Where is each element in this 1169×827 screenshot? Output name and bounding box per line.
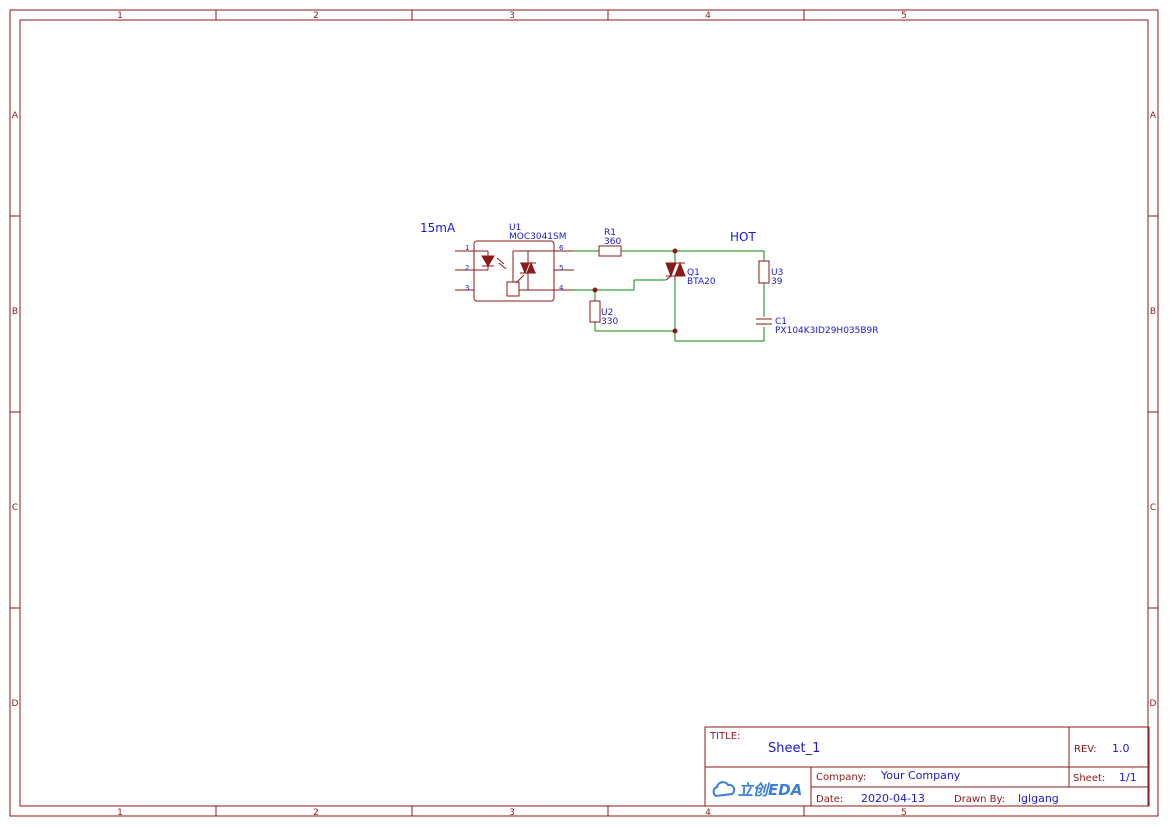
wires [574,250,765,342]
junction-dot [672,248,678,254]
row-label-right-b: B [1150,307,1156,317]
u2-resistor[interactable] [589,300,601,323]
sheet-label: Sheet: [1073,773,1105,784]
inner-frame [19,19,1149,807]
company-label: Company: [816,772,866,783]
c1-ref: C1 [775,317,787,327]
col-label-top-5: 5 [901,11,907,21]
col-label-bottom-5: 5 [901,808,907,818]
row-label-right-d: D [1150,699,1157,709]
u1-value: MOC3041SM [509,232,567,242]
col-label-bottom-3: 3 [509,808,515,818]
col-label-bottom-4: 4 [705,808,711,818]
sheet-title: Sheet_1 [768,741,820,756]
u1-pin-2: 2 [465,264,469,272]
u1-pin-1: 1 [465,244,469,252]
u3-value: 39 [771,277,783,287]
row-label-left-b: B [12,307,18,317]
drawn-by-value: lglgang [1018,792,1059,805]
col-label-top-2: 2 [313,11,319,21]
col-label-top-4: 4 [705,11,711,21]
u3-ref: U3 [771,268,783,278]
u2-value: 330 [601,317,618,327]
u1-pin-5: 5 [559,264,563,272]
row-label-right-c: C [1150,503,1156,513]
title-block [704,726,1150,807]
logo-text: 立创EDA [738,781,802,799]
c1-capacitor[interactable] [756,318,772,325]
company-value: Your Company [880,769,961,782]
date-label: Date: [816,794,843,805]
r1-value: 360 [604,237,621,247]
lceda-logo: 立创EDA [712,781,802,799]
u1-pin-4: 4 [559,284,564,292]
row-dividers [10,215,1158,609]
column-dividers [215,10,805,816]
col-label-top-3: 3 [509,11,515,21]
outer-frame [9,9,1159,817]
cloud-icon [712,781,736,798]
u3-resistor[interactable] [758,260,770,284]
r1-resistor[interactable] [598,245,622,257]
q1-value: BTA20 [687,277,716,287]
title-label: TITLE: [709,731,740,742]
current-note: 15mA [420,221,456,235]
junction-dot [592,287,598,293]
rev-value: 1.0 [1112,742,1130,755]
junction-dot [672,328,678,334]
row-label-left-a: A [12,111,19,121]
q1-ref: Q1 [687,268,700,278]
row-label-left-c: C [12,503,18,513]
r1-ref: R1 [604,228,616,238]
u1-pin-6: 6 [559,244,564,252]
u2-ref: U2 [601,308,613,318]
hot-net-label: HOT [730,230,756,244]
row-label-right-a: A [1150,111,1157,121]
sheet-value: 1/1 [1119,771,1137,784]
c1-value: PX104K3ID29H035B9R [775,326,879,336]
col-label-top-1: 1 [117,11,123,21]
col-label-bottom-2: 2 [313,808,319,818]
row-label-left-d: D [12,699,19,709]
u1-pin-3: 3 [465,284,469,292]
rev-label: REV: [1074,744,1097,755]
drawn-by-label: Drawn By: [954,794,1005,805]
u1-ref: U1 [509,223,521,233]
date-value: 2020-04-13 [861,792,925,805]
u1-optocoupler[interactable] [455,240,574,302]
q1-triac[interactable] [665,261,686,281]
col-label-bottom-1: 1 [117,808,123,818]
